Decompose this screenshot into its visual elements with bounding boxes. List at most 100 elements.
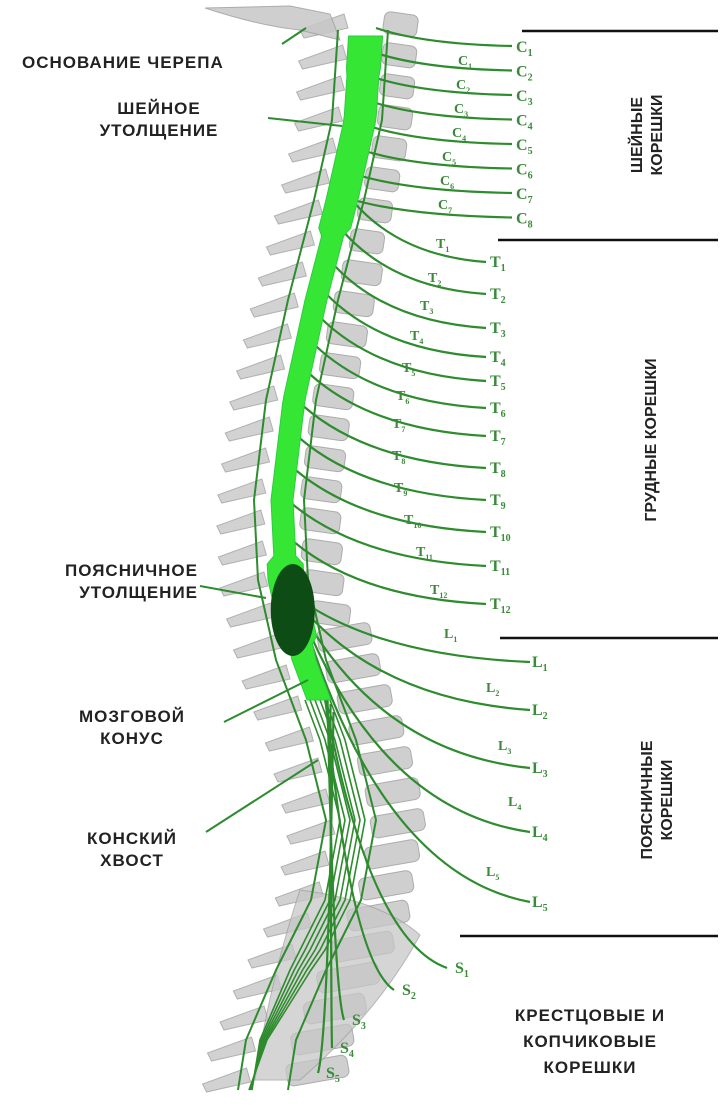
pointer-cauda-equina bbox=[206, 760, 318, 832]
root-label-inner-t6: T6 bbox=[396, 389, 409, 406]
root-label-inner-t1: T1 bbox=[436, 237, 449, 254]
root-label-inner-c7: C7 bbox=[438, 198, 452, 215]
spinous-process bbox=[289, 138, 337, 162]
spinous-process bbox=[243, 324, 291, 348]
root-label-outer-l3: L3 bbox=[532, 760, 548, 780]
group-label-lumbar: ПОЯСНИЧНЫЕ КОРЕШКИ bbox=[638, 741, 678, 860]
root-label-inner-c2: C2 bbox=[456, 78, 470, 95]
spinous-process bbox=[299, 45, 347, 69]
spinous-process bbox=[258, 262, 306, 286]
root-label-outer-c3: C3 bbox=[516, 88, 533, 108]
root-label-inner-t2: T2 bbox=[428, 271, 441, 288]
spinous-process bbox=[287, 820, 335, 844]
root-label-outer-t8: T8 bbox=[490, 460, 506, 480]
spinous-process bbox=[237, 355, 285, 379]
spinous-process bbox=[208, 1037, 256, 1061]
root-label-inner-t12: T12 bbox=[430, 583, 447, 600]
spinous-process bbox=[297, 76, 345, 100]
root-label-inner-c1: C1 bbox=[458, 54, 472, 71]
vertebral-column bbox=[203, 6, 427, 1092]
root-label-inner-t4: T4 bbox=[410, 329, 423, 346]
label-conus: МОЗГОВОЙ КОНУС bbox=[42, 706, 222, 750]
spinous-process bbox=[282, 169, 330, 193]
spinous-process bbox=[266, 231, 314, 255]
root-label-inner-l5: L5 bbox=[486, 865, 499, 882]
root-label-inner-t10: T10 bbox=[404, 513, 421, 530]
root-label-outer-t7: T7 bbox=[490, 428, 506, 448]
root-label-inner-l2: L2 bbox=[486, 681, 499, 698]
label-cervical-enlargement: ШЕЙНОЕ УТОЛЩЕНИЕ bbox=[64, 98, 254, 142]
root-label-outer-t2: T2 bbox=[490, 286, 506, 306]
root-label-inner-t9: T9 bbox=[394, 481, 407, 498]
spinous-process bbox=[218, 541, 266, 565]
root-label-outer-c8: C8 bbox=[516, 211, 533, 231]
group-label-sacral: КРЕСТЦОВЫЕ И КОПЧИКОВЫЕ КОРЕШКИ bbox=[470, 1003, 710, 1081]
root-label-outer-t1: T1 bbox=[490, 254, 506, 274]
root-label-inner-c6: C6 bbox=[440, 174, 454, 191]
label-cauda-equina-line-1: КОНСКИЙ bbox=[52, 828, 212, 850]
root-label-s1: S1 bbox=[455, 960, 469, 980]
spinous-process bbox=[274, 200, 322, 224]
root-label-inner-c3: C3 bbox=[454, 102, 468, 119]
group-label-cervical-line-1: ШЕЙНЫЕ bbox=[628, 95, 648, 176]
root-label-inner-t8: T8 bbox=[392, 449, 405, 466]
label-cauda-equina: КОНСКИЙ ХВОСТ bbox=[52, 828, 212, 872]
root-label-outer-t10: T10 bbox=[490, 524, 511, 544]
group-label-sacral-line-2: КОПЧИКОВЫЕ bbox=[470, 1029, 710, 1055]
root-label-outer-t12: T12 bbox=[490, 596, 511, 616]
pointer-skull-base bbox=[282, 28, 306, 44]
group-label-thoracic: ГРУДНЫЕ КОРЕШКИ bbox=[642, 358, 662, 521]
root-label-outer-t4: T4 bbox=[490, 349, 506, 369]
root-label-s2: S2 bbox=[402, 982, 416, 1002]
spinous-process bbox=[222, 448, 270, 472]
root-label-inner-t5: T5 bbox=[402, 361, 415, 378]
root-label-outer-c2: C2 bbox=[516, 64, 533, 84]
root-label-inner-t3: T3 bbox=[420, 299, 433, 316]
spinous-process bbox=[220, 1006, 268, 1030]
root-label-outer-t6: T6 bbox=[490, 400, 506, 420]
label-cervical-enlargement-line-2: УТОЛЩЕНИЕ bbox=[64, 120, 254, 142]
spinous-process bbox=[218, 479, 266, 503]
group-label-lumbar-line-2: КОРЕШКИ bbox=[658, 741, 678, 860]
root-label-outer-c1: C1 bbox=[516, 39, 533, 59]
spinous-process bbox=[281, 851, 329, 875]
root-label-inner-c5: C5 bbox=[442, 150, 456, 167]
group-label-thoracic-line-1: ГРУДНЫЕ КОРЕШКИ bbox=[642, 358, 662, 521]
root-label-inner-l3: L3 bbox=[498, 739, 511, 756]
root-label-outer-l2: L2 bbox=[532, 702, 548, 722]
root-label-outer-l5: L5 bbox=[532, 894, 548, 914]
root-label-inner-l4: L4 bbox=[508, 795, 521, 812]
root-label-inner-t7: T7 bbox=[392, 417, 405, 434]
label-lumbar-enlargement-line-1: ПОЯСНИЧНОЕ bbox=[18, 560, 198, 582]
group-divider-lines bbox=[460, 31, 718, 936]
spinous-process bbox=[225, 417, 273, 441]
root-label-outer-t11: T11 bbox=[490, 558, 510, 578]
group-label-lumbar-line-1: ПОЯСНИЧНЫЕ bbox=[638, 741, 658, 860]
root-label-outer-t9: T9 bbox=[490, 492, 506, 512]
vertebral-body bbox=[369, 808, 426, 839]
root-label-inner-t11: T11 bbox=[416, 545, 433, 562]
root-label-outer-c7: C7 bbox=[516, 186, 533, 206]
root-label-outer-l1: L1 bbox=[532, 654, 548, 674]
group-label-cervical-line-2: КОРЕШКИ bbox=[648, 95, 668, 176]
root-label-outer-t3: T3 bbox=[490, 320, 506, 340]
root-label-inner-l1: L1 bbox=[444, 627, 457, 644]
root-label-outer-t5: T5 bbox=[490, 373, 506, 393]
spinous-process bbox=[294, 107, 342, 131]
root-label-outer-l4: L4 bbox=[532, 824, 548, 844]
label-lumbar-enlargement-line-2: УТОЛЩЕНИЕ bbox=[18, 582, 198, 604]
root-label-outer-c4: C4 bbox=[516, 113, 533, 133]
spinous-process bbox=[217, 510, 265, 534]
group-label-sacral-line-1: КРЕСТЦОВЫЕ И bbox=[470, 1003, 710, 1029]
label-cauda-equina-line-2: ХВОСТ bbox=[52, 850, 212, 872]
root-label-inner-c4: C4 bbox=[452, 126, 466, 143]
group-label-sacral-line-3: КОРЕШКИ bbox=[470, 1055, 710, 1081]
lumbar-enlargement bbox=[271, 564, 315, 656]
sacrum-bone bbox=[255, 890, 420, 1080]
root-label-outer-c6: C6 bbox=[516, 162, 533, 182]
root-label-outer-c5: C5 bbox=[516, 137, 533, 157]
label-cervical-enlargement-line-1: ШЕЙНОЕ bbox=[64, 98, 254, 120]
label-conus-line-1: МОЗГОВОЙ bbox=[42, 706, 222, 728]
label-skull-base: ОСНОВАНИЕ ЧЕРЕПА bbox=[22, 52, 224, 74]
